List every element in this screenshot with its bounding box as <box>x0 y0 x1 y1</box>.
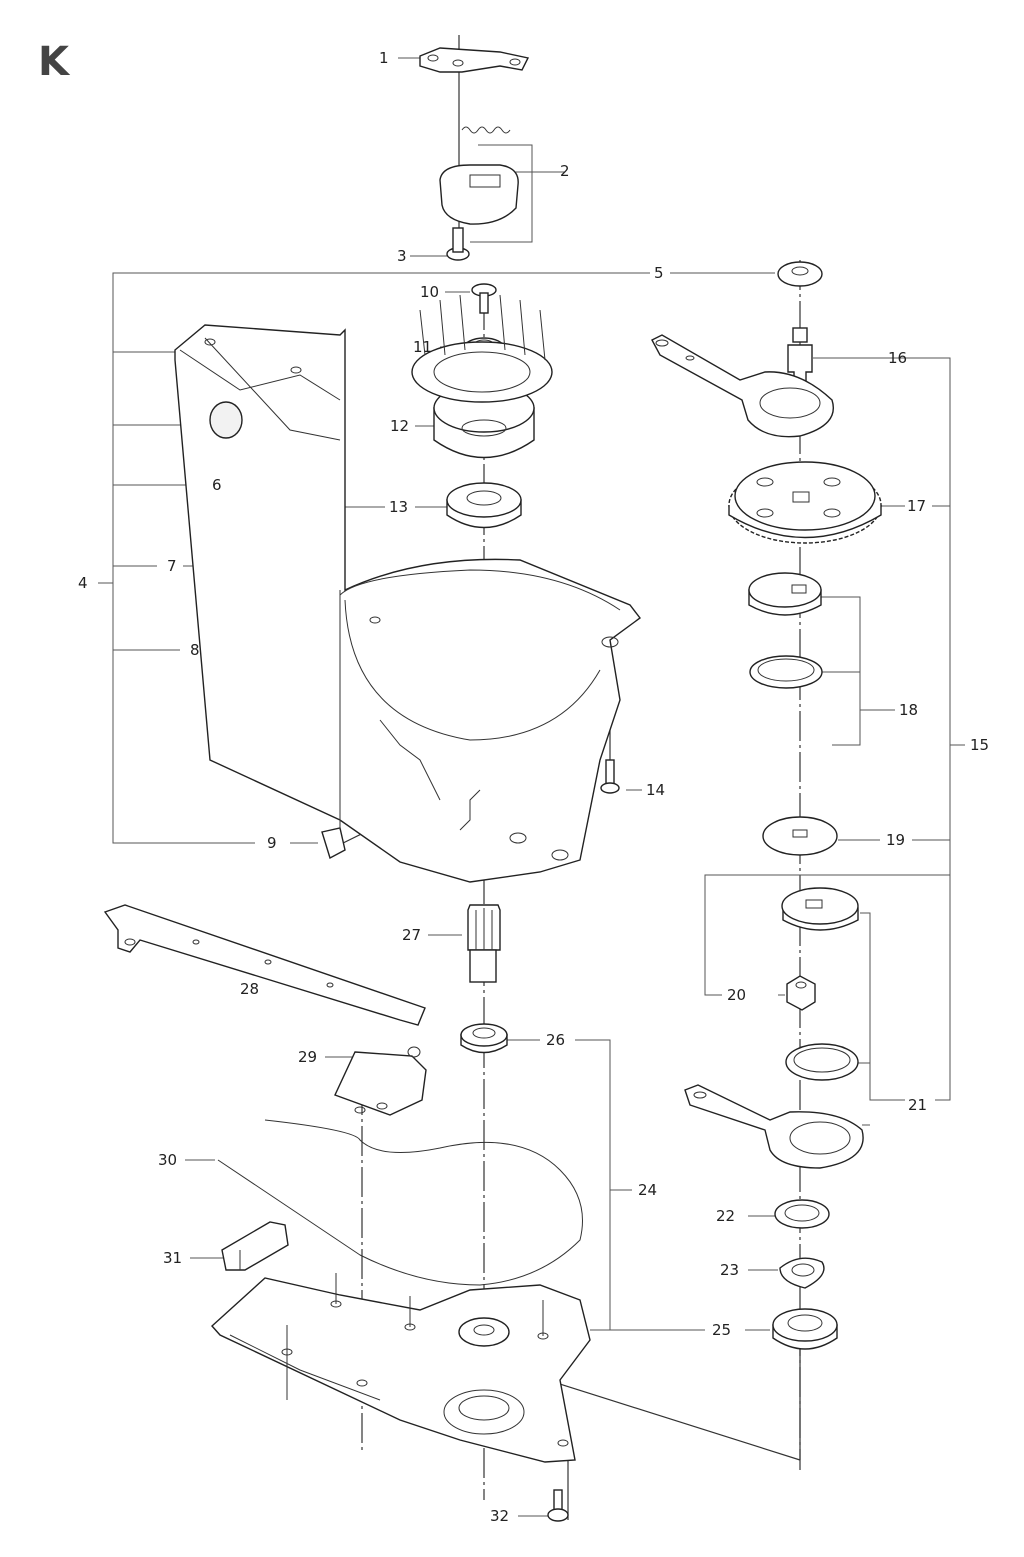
callout-13: 13 <box>389 498 408 516</box>
part-32-screw <box>547 1489 569 1522</box>
part-25-bearing <box>772 1308 838 1350</box>
callout-6: 6 <box>212 476 222 494</box>
part-13-bearing <box>446 482 522 529</box>
part-5-washer <box>777 261 823 287</box>
callout-17: 17 <box>907 497 926 515</box>
part-30-gasket <box>217 1119 583 1286</box>
part-19-washer <box>762 816 838 856</box>
callout-27: 27 <box>402 926 421 944</box>
callout-21: 21 <box>908 1096 927 1114</box>
callout-2: 2 <box>560 162 570 180</box>
part-9-clip <box>321 827 346 860</box>
part-18-link-assembly <box>651 334 834 689</box>
callout-3: 3 <box>397 247 407 265</box>
callout-11: 11 <box>413 338 432 356</box>
callout-16: 16 <box>888 349 907 367</box>
callout-20: 20 <box>727 986 746 1004</box>
part-31-block <box>221 1221 289 1271</box>
part-21-link-assembly <box>684 887 864 1169</box>
part-1-plate <box>419 47 530 73</box>
part-26-bearing <box>460 1023 508 1054</box>
callout-30: 30 <box>158 1151 177 1169</box>
callout-25: 25 <box>712 1321 731 1339</box>
callout-8: 8 <box>190 641 200 659</box>
callout-14: 14 <box>646 781 665 799</box>
callout-24: 24 <box>638 1181 657 1199</box>
callout-7: 7 <box>167 557 177 575</box>
callout-29: 29 <box>298 1048 317 1066</box>
part-10-screw <box>471 283 497 314</box>
part-17-gear <box>728 461 882 544</box>
callout-10: 10 <box>420 283 439 301</box>
callout-19: 19 <box>886 831 905 849</box>
part-28-guide-bar <box>103 904 426 1026</box>
callout-23: 23 <box>720 1261 739 1279</box>
part-23-retainer <box>779 1257 825 1289</box>
callout-1: 1 <box>379 49 389 67</box>
callout-4: 4 <box>78 574 88 592</box>
callout-22: 22 <box>716 1207 735 1225</box>
part-3-screw <box>446 227 470 261</box>
callout-15: 15 <box>970 736 989 754</box>
callout-labels: 1 2 3 4 5 6 7 8 9 10 11 12 13 14 15 16 1… <box>78 49 989 1525</box>
callout-31: 31 <box>163 1249 182 1267</box>
part-27-pinion <box>467 904 501 983</box>
callout-18: 18 <box>899 701 918 719</box>
part-14-screw <box>600 759 620 794</box>
part-24-bottom-cover <box>211 1273 591 1463</box>
leader-lines <box>98 57 965 1517</box>
callout-28: 28 <box>240 980 259 998</box>
callout-32: 32 <box>490 1507 509 1525</box>
part-20-nut <box>786 975 816 1011</box>
callout-12: 12 <box>390 417 409 435</box>
part-4-gear-housing <box>174 294 641 883</box>
section-letter: K <box>38 39 71 85</box>
callout-5: 5 <box>654 264 664 282</box>
part-22-circlip <box>774 1199 830 1229</box>
callout-26: 26 <box>546 1031 565 1049</box>
part-2-spring-cam <box>439 126 519 225</box>
callout-9: 9 <box>267 834 277 852</box>
part-29-bracket <box>334 1046 427 1116</box>
